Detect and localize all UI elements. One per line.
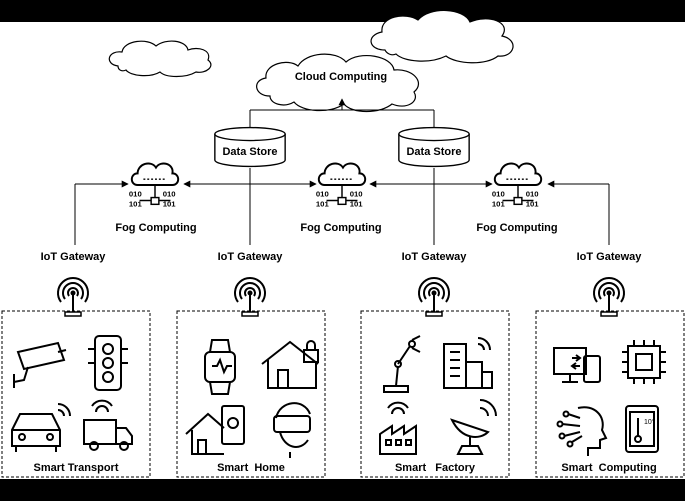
smart-home-settings-icon	[185, 405, 245, 455]
robot-arm-icon	[383, 335, 421, 393]
gateway-label: IoT Gateway	[218, 251, 284, 263]
fog-node-1: Fog Computing	[115, 162, 197, 234]
antenna-tower-icon	[234, 277, 266, 317]
bottom-letterbox	[0, 479, 685, 501]
top-letterbox	[0, 0, 685, 22]
smart-factory-group	[360, 310, 510, 478]
antenna-tower-icon	[593, 277, 625, 317]
smart-home-group	[176, 310, 326, 478]
antenna-tower-icon	[418, 277, 450, 317]
cctv-camera-icon	[13, 341, 67, 388]
satellite-dish-icon	[450, 399, 497, 455]
antenna-tower-icon	[57, 277, 89, 317]
background-cloud	[370, 9, 514, 64]
smart-building-icon	[443, 337, 493, 389]
smart-computing-group	[535, 310, 685, 478]
fog-node-label: Fog Computing	[476, 222, 557, 234]
gateway-label: IoT Gateway	[402, 251, 468, 263]
delivery-truck-icon	[83, 399, 133, 451]
smartwatch-icon	[204, 339, 236, 395]
fog-server-icon	[127, 162, 180, 210]
smart-lock-house-icon	[261, 340, 319, 389]
fog-node-2: Fog Computing	[300, 162, 382, 234]
data-store-label: Data Store	[222, 146, 277, 158]
gateway-label: IoT Gateway	[41, 251, 107, 263]
processor-chip-icon	[622, 340, 666, 384]
wireless-factory-icon	[379, 401, 417, 455]
traffic-light-icon	[88, 335, 128, 391]
ai-head-icon	[556, 406, 608, 456]
gateway-label: IoT Gateway	[577, 251, 643, 263]
connected-car-icon	[11, 403, 71, 452]
fog-server-icon	[314, 162, 367, 210]
smart-transport-group	[1, 310, 151, 478]
background-cloud-left	[108, 40, 212, 78]
vr-headset-icon	[273, 402, 311, 458]
group-label: Smart Transport	[34, 462, 119, 474]
cloud-computing-label: Cloud Computing	[295, 71, 387, 83]
smart-thermostat-icon: 10°	[625, 405, 659, 453]
fog-node-label: Fog Computing	[300, 222, 381, 234]
data-store-label: Data Store	[406, 146, 461, 158]
svg-text:10°: 10°	[644, 418, 655, 426]
data-store-2: Data Store	[398, 126, 470, 168]
fog-server-icon	[490, 162, 543, 210]
fog-node-label: Fog Computing	[115, 222, 196, 234]
group-label: Smart Computing	[561, 462, 656, 474]
group-label: Smart Factory	[395, 462, 476, 474]
group-label: Smart Home	[217, 462, 285, 474]
fog-node-3: Fog Computing	[476, 162, 558, 234]
computer-transfer-icon	[553, 347, 601, 383]
data-store-1: Data Store	[214, 126, 286, 168]
